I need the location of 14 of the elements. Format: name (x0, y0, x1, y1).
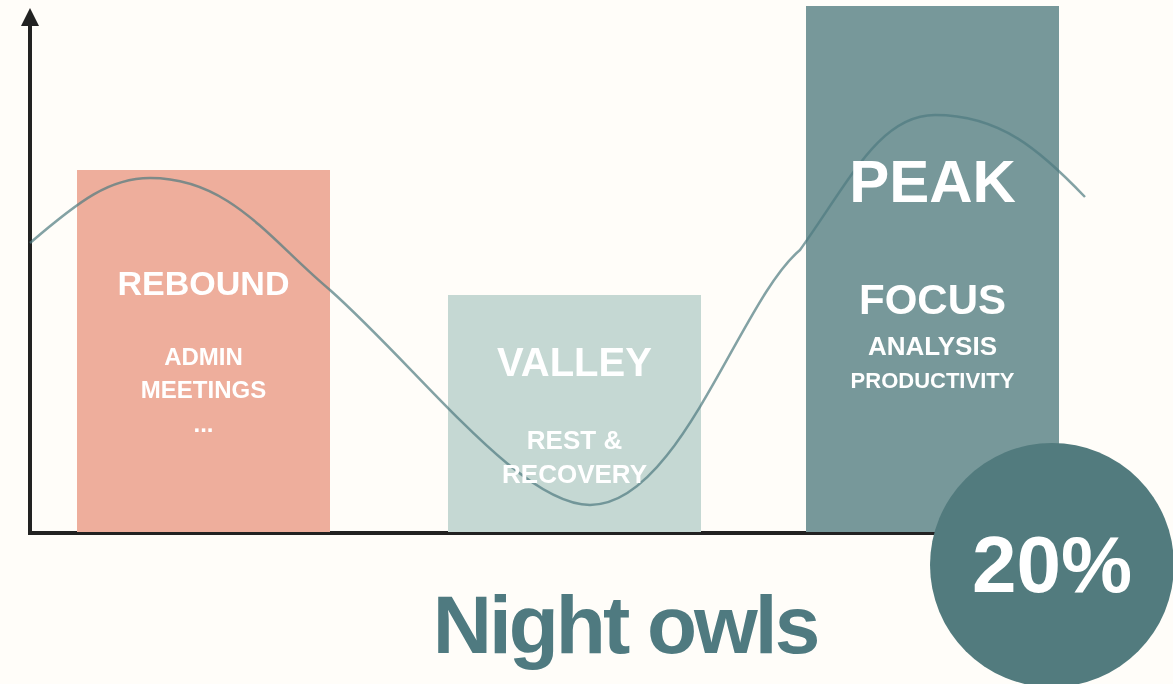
activity-label: ADMIN (163, 343, 244, 371)
rebound-bar (77, 170, 330, 532)
ellipsis-text: ... (192, 410, 215, 438)
peak-bar (806, 6, 1059, 532)
percentage-text: 20% (970, 520, 1134, 610)
activity-label: PRODUCTIVITY (849, 367, 1016, 395)
valley-bar (448, 295, 701, 532)
title: Night owls (431, 580, 819, 670)
bar-heading: PEAK (848, 150, 1017, 214)
activity-label: ANALYSIS (866, 331, 999, 361)
bar-subheading: FOCUS (858, 277, 1007, 323)
bar-heading: REBOUND (116, 263, 291, 303)
bar-heading: VALLEY (496, 340, 653, 384)
activity-label: MEETINGS (139, 376, 268, 404)
